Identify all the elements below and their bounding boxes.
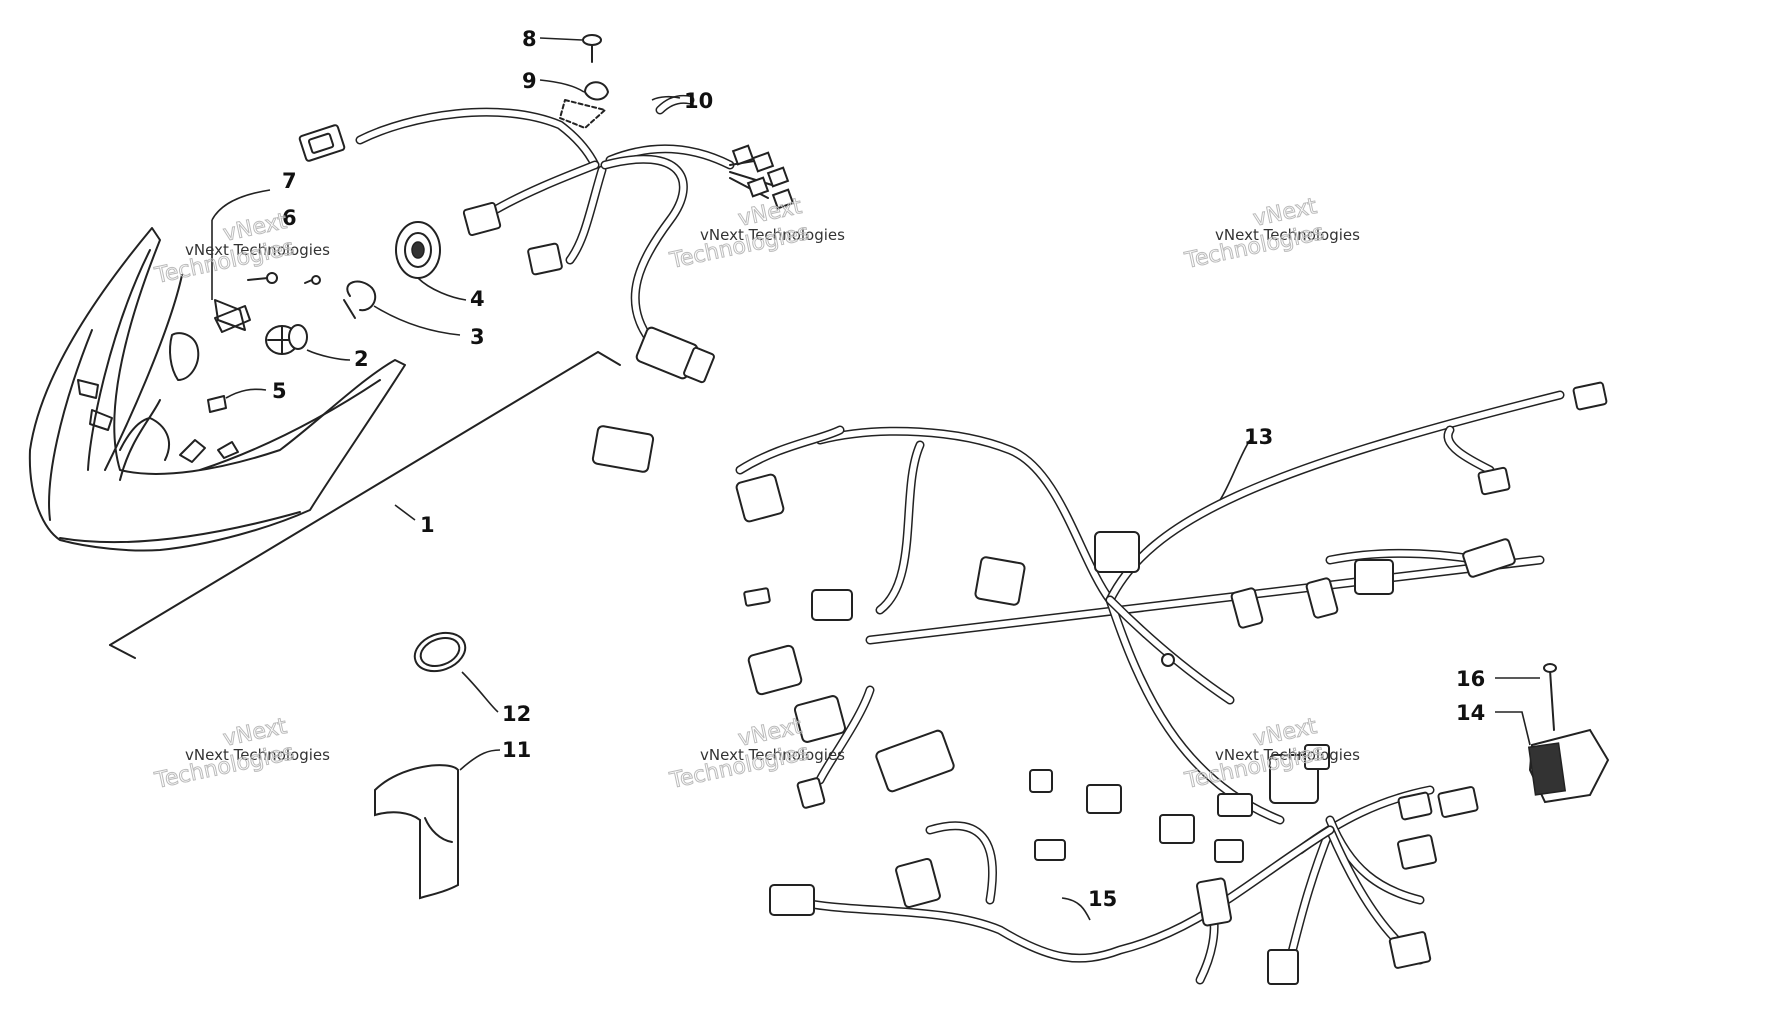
bulb-retaining-clip bbox=[343, 280, 461, 336]
watermark-top-left: vNext Technologies vNext Technologies bbox=[152, 208, 331, 289]
watermark-text: vNext Technologies bbox=[700, 226, 845, 244]
callout-6: 6 bbox=[282, 206, 297, 230]
callout-15: 15 bbox=[1088, 887, 1117, 911]
protective-sleeve bbox=[374, 749, 501, 900]
watermark-text: vNext Technologies bbox=[700, 746, 845, 764]
callout-2: 2 bbox=[354, 347, 369, 371]
harness-clamp bbox=[539, 34, 610, 129]
headlight-bulb bbox=[265, 324, 351, 361]
callout-11: 11 bbox=[502, 738, 531, 762]
callout-13: 13 bbox=[1244, 425, 1273, 449]
callout-7: 7 bbox=[282, 169, 297, 193]
dust-cover bbox=[395, 221, 467, 301]
callout-8: 8 bbox=[522, 27, 537, 51]
secondary-harness bbox=[769, 663, 1610, 985]
watermark-text: vNext Technologies bbox=[1215, 226, 1360, 244]
callout-14: 14 bbox=[1456, 701, 1485, 725]
callout-4: 4 bbox=[470, 287, 485, 311]
main-harness bbox=[591, 381, 1608, 863]
callout-5: 5 bbox=[272, 379, 287, 403]
callout-16: 16 bbox=[1456, 667, 1485, 691]
headlight-harness bbox=[298, 94, 795, 384]
callout-12: 12 bbox=[502, 702, 531, 726]
watermark-text: vNext Technologies bbox=[1215, 746, 1360, 764]
watermark-top-right: vNext Technologies vNext Technologies bbox=[1182, 193, 1361, 274]
callout-labels: 8 9 10 7 6 4 3 2 5 1 13 12 11 16 14 15 bbox=[272, 27, 1485, 911]
watermark-text: vNext Technologies bbox=[185, 241, 330, 259]
assembly-outline-bracket bbox=[109, 351, 621, 659]
callout-10: 10 bbox=[684, 89, 713, 113]
watermark-top-center: vNext Technologies vNext Technologies bbox=[667, 193, 846, 274]
callout-9: 9 bbox=[522, 69, 537, 93]
hose-clamp bbox=[413, 631, 499, 713]
callout-1: 1 bbox=[420, 513, 435, 537]
watermark-text: vNext Technologies bbox=[185, 746, 330, 764]
callout-3: 3 bbox=[470, 325, 485, 349]
watermark-bottom-left: vNext Technologies vNext Technologies bbox=[152, 713, 331, 794]
mounting-screws bbox=[207, 189, 321, 413]
headlight-assembly bbox=[28, 227, 406, 552]
